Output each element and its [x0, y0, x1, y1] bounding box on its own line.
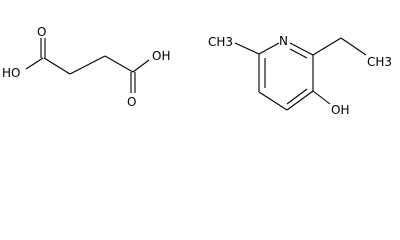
succinic-acid-structure: O HO O OH: [2, 25, 170, 109]
atom-label-ch3: CH3: [208, 35, 233, 49]
bond-c4-oh: [132, 59, 150, 73]
atom-label-ho: HO: [2, 66, 20, 80]
bond-c2-ch2: [312, 37, 342, 56]
atom-label-oh: OH: [152, 49, 170, 63]
bond-c3-c4: [104, 55, 134, 73]
bond-c4-c5: [258, 91, 288, 111]
pyridinol-structure: CH3 N CH3 OH: [208, 34, 392, 117]
bond-c6-n: [258, 42, 280, 55]
atom-label-o: O: [127, 95, 136, 109]
bond-c2-c3: [69, 55, 106, 75]
bond-c1-c2: [43, 57, 71, 75]
atom-label-ch3: CH3: [367, 55, 392, 69]
bond-c6-methyl: [234, 42, 260, 55]
bond-c3-c4-inner: [286, 88, 308, 105]
bond-c3-c4: [286, 90, 314, 111]
structure-canvas: O HO O OH CH3 N CH3 OH: [2, 25, 392, 117]
bond-ch2-ch3: [340, 37, 367, 56]
bond-c3-oh: [312, 90, 331, 105]
bond-c1-oh: [25, 57, 44, 70]
bond-n-c2-inner: [289, 48, 308, 59]
atom-label-n: N: [279, 34, 288, 48]
atom-label-oh: OH: [331, 103, 349, 117]
bond-n-c2: [289, 42, 314, 56]
atom-label-o: O: [37, 25, 46, 39]
